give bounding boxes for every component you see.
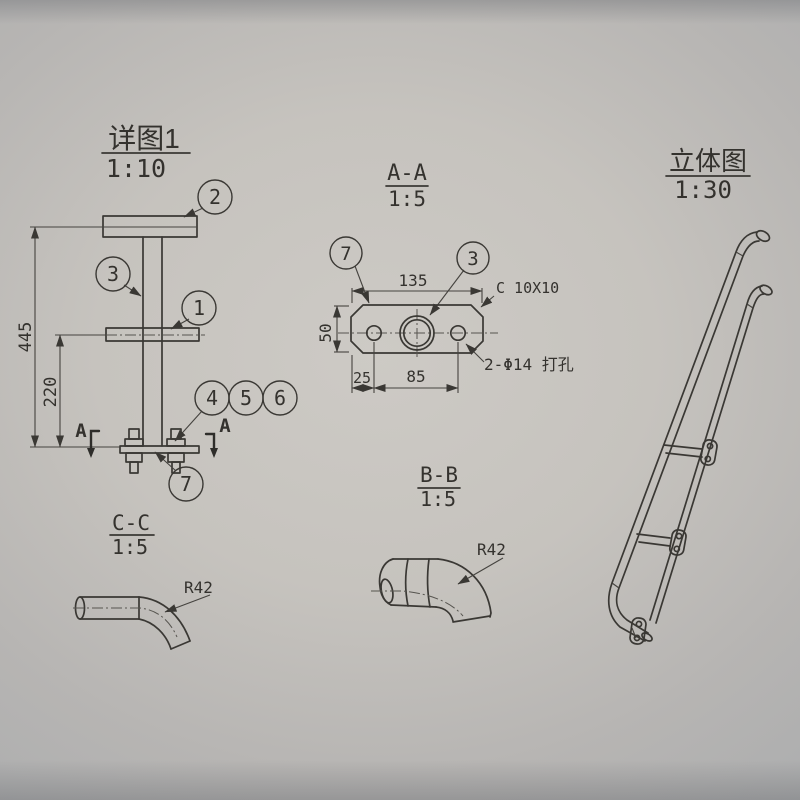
bb-radius-callout: R42 bbox=[457, 540, 506, 585]
section-letter-left: A bbox=[75, 420, 87, 442]
view-section-bb: B-B 1:5 R42 bbox=[371, 463, 506, 623]
svg-text:6: 6 bbox=[274, 386, 286, 410]
aa-hole-left bbox=[365, 324, 383, 342]
drill-holes-label: 2-Φ14 打孔 bbox=[484, 355, 574, 374]
balloon-2: 2 bbox=[183, 179, 233, 218]
svg-text:7: 7 bbox=[340, 243, 351, 265]
cc-pipe-elbow bbox=[73, 596, 191, 650]
svg-text:1: 1 bbox=[193, 296, 205, 320]
iso-handrail-long bbox=[607, 229, 771, 642]
cc-scale: 1:5 bbox=[112, 535, 148, 559]
chamfer-callout: C 10X10 bbox=[480, 279, 559, 308]
dimension-445: 445 bbox=[16, 226, 120, 448]
drill-holes-callout: 2-Φ14 打孔 bbox=[465, 343, 574, 374]
dim-plate-width: 135 bbox=[399, 271, 428, 290]
balloon-1: 1 bbox=[170, 290, 217, 330]
anchor-bolt-left bbox=[124, 428, 144, 474]
dim-lower-height: 220 bbox=[41, 377, 61, 408]
view-section-aa: A-A 1:5 7 3 135 C bbox=[316, 161, 574, 393]
bb-title: B-B bbox=[420, 463, 458, 487]
top-flange bbox=[102, 215, 198, 238]
dim-edge-to-hole: 25 bbox=[353, 369, 371, 387]
aa-balloon-3: 3 bbox=[429, 241, 490, 316]
svg-text:5: 5 bbox=[240, 386, 252, 410]
section-arrow-left: A bbox=[75, 420, 101, 458]
cc-title: C-C bbox=[112, 511, 150, 535]
chamfer-label: C 10X10 bbox=[496, 279, 559, 297]
balloon-5: 5 bbox=[228, 380, 264, 416]
aa-scale: 1:5 bbox=[388, 187, 426, 211]
bb-pipe-elbow bbox=[371, 558, 492, 623]
svg-text:3: 3 bbox=[467, 248, 478, 270]
svg-text:3: 3 bbox=[107, 262, 119, 286]
cc-radius-callout: R42 bbox=[164, 578, 213, 613]
dimension-25-85: 25 85 bbox=[351, 342, 459, 393]
balloon-7: 7 bbox=[154, 451, 204, 502]
iso-bracket-1 bbox=[663, 439, 718, 466]
aa-hole-right bbox=[449, 324, 467, 342]
section-letter-right: A bbox=[219, 415, 231, 437]
cc-radius-label: R42 bbox=[184, 578, 213, 597]
iso-scale: 1:30 bbox=[674, 176, 732, 204]
dim-hole-spacing: 85 bbox=[406, 367, 425, 386]
dimension-50: 50 bbox=[316, 305, 349, 353]
dimension-135: 135 bbox=[351, 271, 483, 303]
dimension-220: 220 bbox=[41, 334, 106, 448]
section-arrow-right: A bbox=[204, 415, 231, 458]
bb-radius-label: R42 bbox=[477, 540, 506, 559]
detail-title: 详图1 bbox=[108, 123, 180, 154]
aa-pipe-outer bbox=[399, 315, 435, 351]
detail-scale: 1:10 bbox=[106, 154, 166, 183]
balloon-3: 3 bbox=[95, 256, 142, 297]
view-section-cc: C-C 1:5 R42 bbox=[73, 511, 213, 650]
aa-balloon-7: 7 bbox=[329, 236, 370, 304]
view-isometric: 立体图 1:30 bbox=[607, 146, 773, 645]
iso-bracket-2 bbox=[636, 529, 687, 556]
bb-scale: 1:5 bbox=[420, 487, 456, 511]
aa-pipe-inner bbox=[402, 318, 432, 348]
base-plate bbox=[119, 445, 200, 454]
iso-title: 立体图 bbox=[669, 146, 747, 176]
iso-handrail-short bbox=[649, 284, 773, 624]
svg-text:2: 2 bbox=[209, 185, 221, 209]
balloon-6: 6 bbox=[262, 380, 298, 416]
svg-text:4: 4 bbox=[206, 386, 218, 410]
anchor-bolt-right bbox=[166, 428, 186, 474]
middle-flange bbox=[105, 327, 205, 342]
aa-title: A-A bbox=[387, 161, 427, 186]
iso-bracket-3 bbox=[629, 617, 647, 645]
dim-total-height: 445 bbox=[16, 322, 36, 353]
dim-plate-height: 50 bbox=[316, 323, 335, 342]
view-detail1: 详图1 1:10 bbox=[16, 123, 298, 502]
svg-text:7: 7 bbox=[180, 472, 192, 496]
